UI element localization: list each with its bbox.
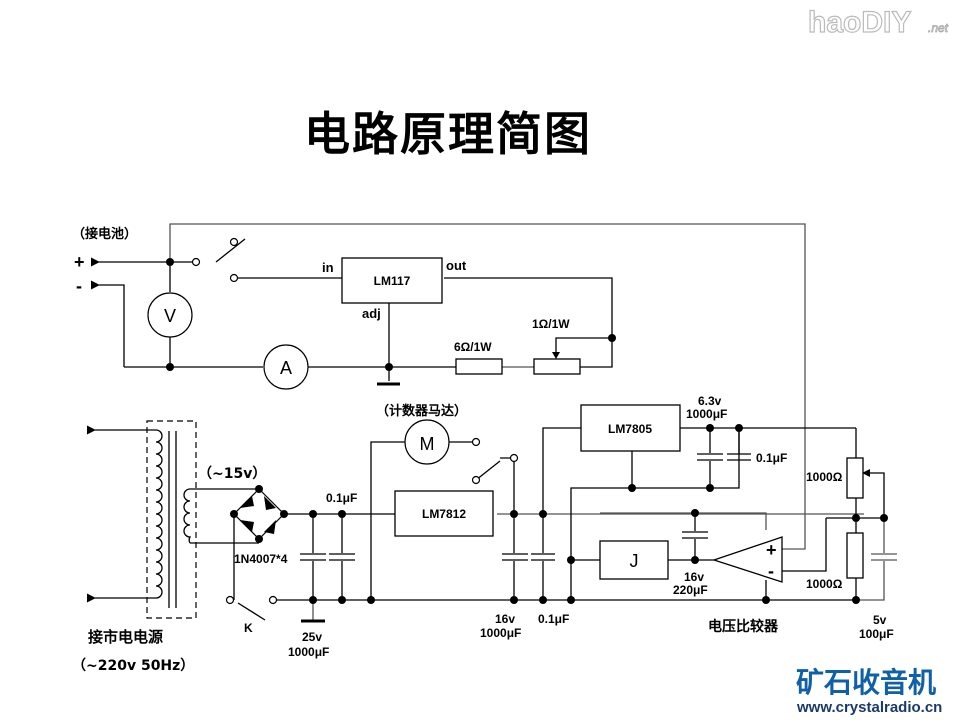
comp-minus: - (768, 561, 774, 581)
timer-block-j: J (599, 540, 669, 580)
haodiy-logo: haoDIY .net (807, 5, 949, 39)
battery-switch (191, 237, 246, 283)
voltmeter-label: V (164, 306, 176, 326)
cap-220-voltage: 16v (684, 570, 704, 584)
plus-terminal: + (74, 252, 85, 272)
lm7805-label: LM7805 (608, 422, 652, 436)
cap-main-value: 1000μF (288, 645, 329, 659)
cap-16v-value: 1000μF (480, 626, 521, 640)
power-rails (233, 427, 897, 623)
cap-16v-voltage: 16v (495, 612, 515, 626)
logo-text: haoDIY (808, 6, 911, 39)
switch-k-contact-b (268, 595, 278, 605)
lm7805-regulator: LM7805 (580, 404, 681, 452)
lm117-regulator: LM117 in out adj (322, 257, 467, 321)
secondary-voltage: （~15v） (198, 466, 266, 482)
battery-wires (90, 223, 806, 550)
cap-63v-voltage: 6.3v (698, 394, 722, 408)
pin-adj: adj (362, 306, 381, 321)
resistor-6ohm-label: 6Ω/1W (454, 340, 492, 354)
junction-dots (309, 424, 888, 604)
pot-1ohm-label: 1Ω/1W (532, 317, 570, 331)
cap-small-2-label: 0.1μF (538, 612, 569, 626)
comparator-label: 电压比较器 (708, 618, 779, 635)
mains-label: 接市电电源 (88, 628, 163, 646)
logo-suffix: .net (928, 21, 949, 35)
cap-small-3-label: 0.1μF (756, 451, 787, 465)
switch-k-contact-a (225, 595, 235, 605)
timer-block-label: J (630, 551, 639, 571)
comp-plus: + (766, 540, 777, 560)
cap-small-1-label: 0.1μF (326, 491, 357, 505)
brand-name: 矿石收音机 (796, 666, 936, 699)
pot-1000ohm (846, 457, 864, 499)
pin-in: in (322, 260, 334, 275)
cap-5v-voltage: 5v (873, 613, 887, 627)
cap-63v-value: 1000μF (686, 407, 727, 421)
minus-terminal: - (76, 276, 82, 296)
motor-label: （计数器马达） (376, 403, 467, 419)
lm117-label: LM117 (374, 274, 411, 288)
page-title: 电路原理简图 (304, 107, 592, 161)
transformer (86, 420, 197, 619)
motor-symbol: M (420, 434, 435, 454)
cap-main-voltage: 25v (302, 630, 322, 644)
cap-220-value: 220μF (673, 583, 708, 597)
resistor-6ohm (455, 358, 503, 375)
pot-1000ohm-label: 1000Ω (806, 470, 843, 484)
crystalradio-brand: 矿石收音机 www.crystalradio.cn (796, 666, 942, 716)
resistor-1000ohm (846, 532, 864, 579)
rectifier-label: 1N4007*4 (234, 552, 288, 566)
bridge-rectifier (190, 485, 288, 544)
brand-url: www.crystalradio.cn (796, 699, 942, 716)
voltmeter: V (147, 292, 193, 338)
battery-label: （接电池） (72, 226, 137, 242)
ammeter: A (263, 344, 309, 390)
ammeter-label: A (280, 358, 292, 378)
pot-1ohm (533, 358, 581, 375)
counter-motor: M (404, 419, 450, 465)
cap-5v-value: 100μF (859, 627, 894, 641)
pin-out: out (446, 258, 467, 273)
lm7812-label: LM7812 (422, 507, 466, 521)
voltage-comparator: + - (711, 536, 783, 583)
switch-k-label: K (244, 621, 253, 635)
lm7812-regulator: LM7812 (394, 490, 494, 537)
resistor-1000ohm-label: 1000Ω (806, 577, 843, 591)
mains-spec: （~220v 50Hz） (72, 658, 194, 674)
